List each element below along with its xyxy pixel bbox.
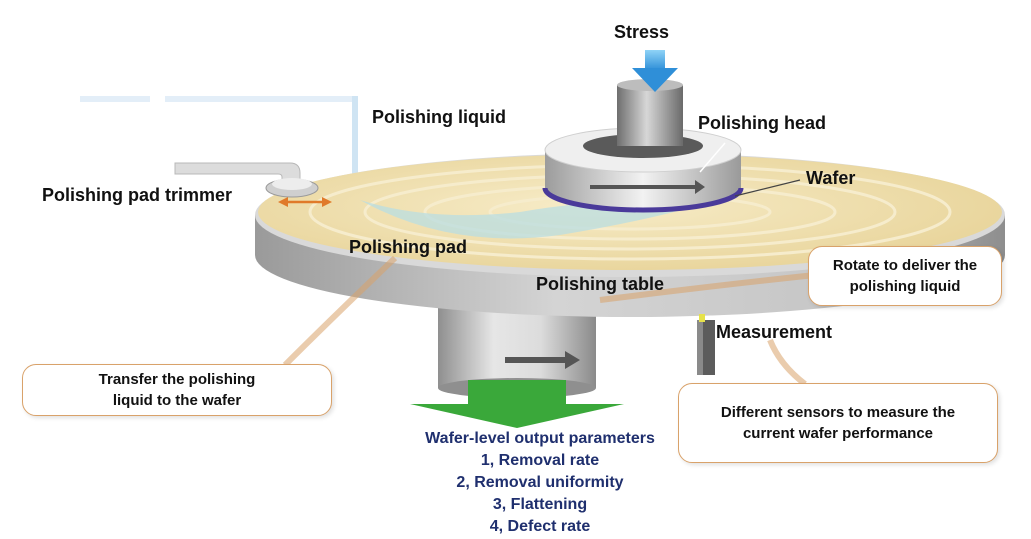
- callout-transfer-line1: Transfer the polishing: [98, 371, 256, 388]
- measurement-sensor: [697, 314, 715, 375]
- polishing-pad-trimmer: [174, 162, 332, 207]
- callout-sensors-line2: current wafer performance: [742, 425, 934, 442]
- polishing-pad-label: Polishing pad: [349, 237, 468, 257]
- wafer-ring: [542, 187, 744, 213]
- stress-label: Stress: [614, 22, 670, 42]
- output-item-flattening: 3, Flattening: [492, 496, 588, 513]
- polishing-head-label: Polishing head: [698, 113, 827, 133]
- leader-lines: [282, 142, 816, 387]
- callout-sensors-line1: Different sensors to measure the: [720, 404, 956, 421]
- output-item-defect-rate: 4, Defect rate: [489, 518, 591, 535]
- output-arrow: [410, 380, 624, 428]
- polishing-liquid-label: Polishing liquid: [372, 107, 506, 127]
- callout-rotate: Rotate to deliver the polishing liquid: [808, 246, 1002, 306]
- output-item-removal-rate: 1, Removal rate: [480, 452, 600, 469]
- callout-sensors: Different sensors to measure the current …: [678, 383, 998, 463]
- callout-transfer-line2: liquid to the wafer: [112, 392, 242, 409]
- polishing-head: [542, 79, 744, 213]
- stress-arrow: [632, 50, 678, 92]
- output-parameters: Wafer-level output parameters 1, Removal…: [380, 428, 700, 538]
- polishing-pad-trimmer-label: Polishing pad trimmer: [42, 185, 233, 205]
- callout-rotate-line1: Rotate to deliver the: [832, 257, 978, 274]
- output-title: Wafer-level output parameters: [425, 430, 655, 447]
- measurement-label: Measurement: [716, 322, 833, 342]
- wafer-label: Wafer: [806, 168, 856, 188]
- callout-transfer: Transfer the polishing liquid to the wafe…: [22, 364, 332, 416]
- callout-rotate-line2: polishing liquid: [849, 278, 961, 295]
- output-item-removal-uniformity: 2, Removal uniformity: [456, 474, 624, 491]
- polishing-table-label: Polishing table: [536, 274, 665, 294]
